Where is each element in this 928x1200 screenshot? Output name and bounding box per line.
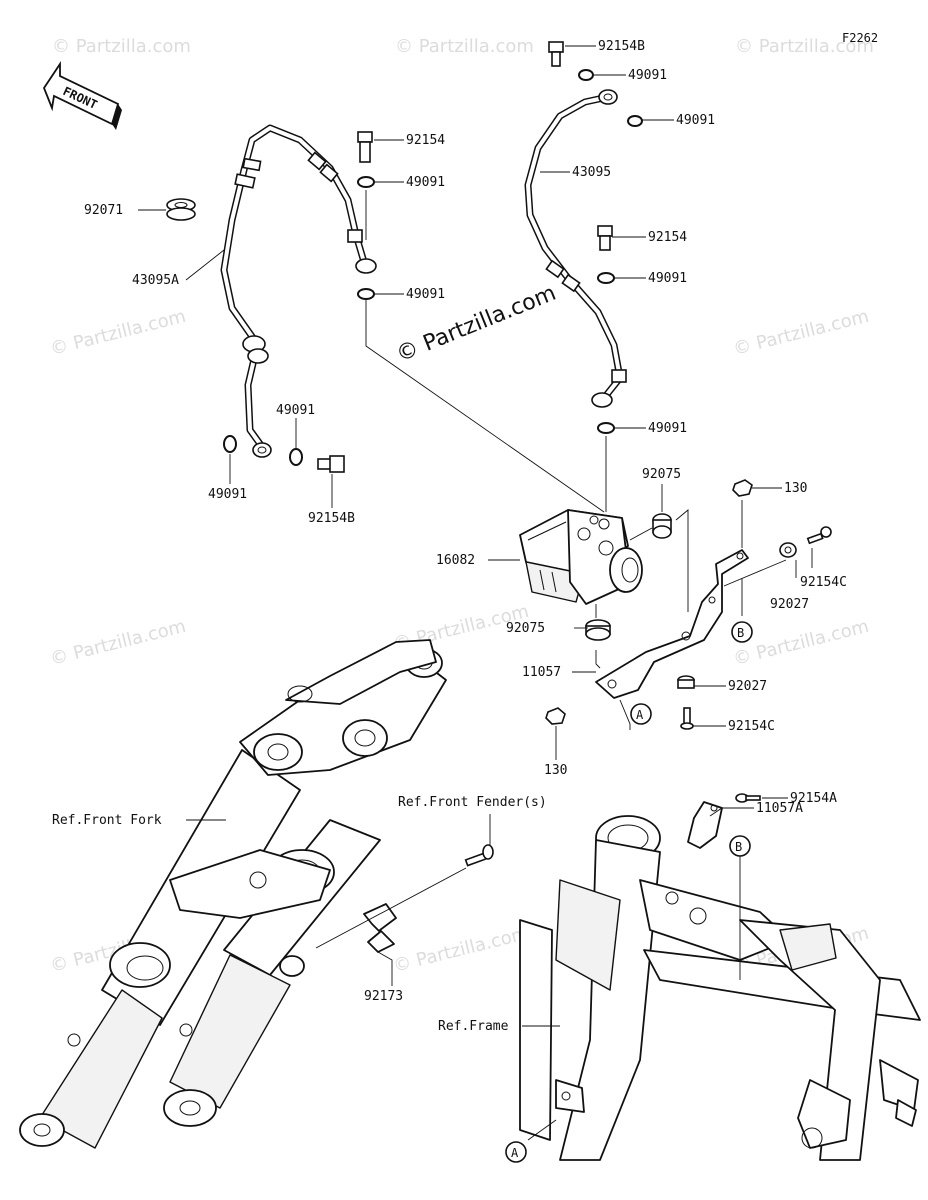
watermark-2: © Partzilla.com — [395, 36, 534, 57]
label-92071: 92071 — [84, 203, 123, 218]
washer-49091-d-icon — [597, 422, 615, 434]
label-49091-g: 49091 — [208, 487, 247, 502]
label-49091-c: 49091 — [648, 271, 687, 286]
label-92154-right: 92154 — [648, 230, 687, 245]
label-92154c-bottom: 92154C — [728, 719, 775, 734]
washer-49091-b-icon — [627, 115, 643, 127]
svg-text:A: A — [511, 1146, 519, 1160]
label-49091-h: 49091 — [276, 403, 315, 418]
front-arrow-icon: FRONT — [42, 61, 122, 130]
label-11057: 11057 — [522, 665, 561, 680]
bolt-92154c-top-icon — [806, 526, 832, 545]
front-fork-icon — [19, 639, 447, 1149]
label-49091-f: 49091 — [406, 287, 445, 302]
watermark-5: © Partzilla.com — [731, 306, 871, 360]
bolt-92154-left-icon — [357, 131, 373, 163]
bolt-130-top-icon — [732, 479, 753, 497]
bolt-92154a-icon — [735, 793, 761, 803]
label-92154b-bottom: 92154B — [308, 511, 355, 526]
marker-b-bracket: B — [731, 621, 753, 643]
washer-49091-g-icon — [223, 435, 237, 453]
frame-icon — [519, 815, 921, 1161]
label-130-bottom: 130 — [544, 763, 567, 778]
bracket-11057-icon — [595, 549, 749, 699]
fender-bolt-icon — [464, 844, 494, 867]
watermark-4: © Partzilla.com — [48, 306, 188, 360]
ref-front-fender: Ref.Front Fender(s) — [398, 795, 547, 810]
washer-49091-f-icon — [357, 288, 375, 300]
hose-43095 — [524, 89, 627, 408]
watermark-6: © Partzilla.com — [48, 616, 188, 670]
label-43095: 43095 — [572, 165, 611, 180]
label-130-top: 130 — [784, 481, 807, 496]
label-11057a: 11057A — [756, 801, 803, 816]
washer-49091-e-icon — [357, 176, 375, 188]
washer-49091-a-icon — [578, 69, 594, 81]
label-16082: 16082 — [436, 553, 475, 568]
ref-frame: Ref.Frame — [438, 1019, 509, 1034]
svg-text:B: B — [735, 840, 742, 854]
watermark-3: © Partzilla.com — [735, 36, 874, 57]
ref-front-fork: Ref.Front Fork — [52, 813, 162, 828]
label-92173: 92173 — [364, 989, 403, 1004]
collar-92027-top-icon — [779, 542, 797, 558]
label-92027-bottom: 92027 — [728, 679, 767, 694]
bolt-92154b-bottom-icon — [317, 455, 345, 473]
leader-lines — [138, 45, 813, 1141]
label-92075-top: 92075 — [642, 467, 681, 482]
abs-unit-16082-icon — [519, 509, 643, 605]
watermarks: © Partzilla.com © Partzilla.com © Partzi… — [48, 36, 874, 977]
grommet-92075-bottom-icon — [585, 619, 611, 641]
label-49091-b: 49091 — [676, 113, 715, 128]
watermark-1: © Partzilla.com — [52, 36, 191, 57]
label-49091-a: 49091 — [628, 68, 667, 83]
watermark-10: © Partzilla.com — [391, 923, 531, 977]
label-92154-left: 92154 — [406, 133, 445, 148]
label-92154a: 92154A — [790, 791, 837, 806]
washer-49091-h-icon — [289, 448, 303, 466]
grommet-92075-top-icon — [652, 513, 672, 539]
grommet-92071-icon — [166, 198, 196, 221]
hose-43095a — [220, 124, 377, 458]
marker-a-frame: A — [505, 1141, 527, 1163]
label-49091-d: 49091 — [648, 421, 687, 436]
label-92154c-top: 92154C — [800, 575, 847, 590]
svg-text:A: A — [636, 708, 644, 722]
label-43095a: 43095A — [132, 273, 179, 288]
svg-text:B: B — [737, 626, 744, 640]
label-92027-top: 92027 — [770, 597, 809, 612]
washer-49091-c-icon — [597, 272, 615, 284]
reference-labels: Ref.Front Fork Ref.Front Fender(s) Ref.F… — [52, 795, 547, 1034]
bolt-92154b-top-icon — [548, 41, 564, 67]
label-92075-bottom: 92075 — [506, 621, 545, 636]
bracket-11057a-icon — [687, 801, 723, 849]
bolt-92154c-bottom-icon — [680, 707, 694, 730]
marker-b-frame: B — [729, 835, 751, 857]
collar-92027-bottom-icon — [677, 675, 695, 689]
figure-code: F2262 — [842, 31, 878, 45]
label-92154b-top: 92154B — [598, 39, 645, 54]
marker-a-bracket: A — [630, 703, 652, 725]
bolt-92154-right-icon — [597, 225, 613, 251]
part-labels: 92154B 49091 49091 43095 92154 49091 490… — [84, 39, 847, 1004]
label-49091-e: 49091 — [406, 175, 445, 190]
bolt-130-bottom-icon — [545, 707, 566, 725]
clip-92173-icon — [363, 903, 397, 953]
watermark-8: © Partzilla.com — [731, 616, 871, 670]
